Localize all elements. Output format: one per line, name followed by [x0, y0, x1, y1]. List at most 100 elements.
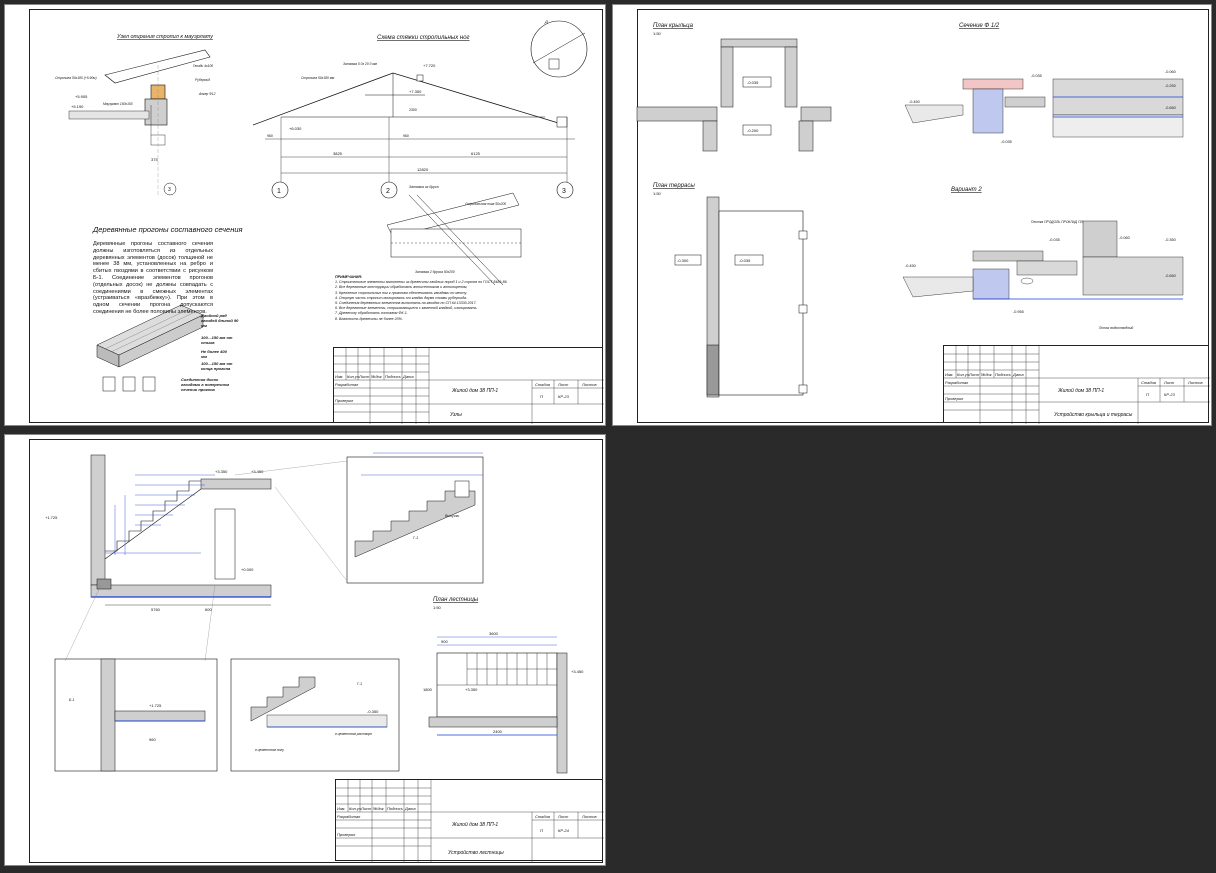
svg-text:+1.725: +1.725	[149, 703, 162, 708]
svg-text:+3.350: +3.350	[215, 469, 228, 474]
stamp-sheet: КР-23	[1164, 392, 1175, 397]
svg-text:-0.350: -0.350	[367, 709, 379, 714]
svg-text:Анкер Ф12: Анкер Ф12	[198, 92, 216, 96]
note-line: 7. Древесину обработать составом ФК-1.	[335, 311, 408, 316]
variant2-section: -0.450 -0.035 -0.350 -0.060 -0.650 -0.95…	[902, 220, 1184, 330]
note-line: 2. Все деревянные конструкции обработать…	[335, 285, 468, 290]
stamp-col: Подпись	[387, 806, 403, 811]
svg-text:-0.955: -0.955	[1013, 310, 1024, 314]
stamp-checked: Проверил	[945, 396, 964, 401]
svg-text:Затяжка из бруса: Затяжка из бруса	[409, 185, 439, 189]
roof-plan-title: План крыльца	[653, 23, 694, 29]
purlin-sketch	[96, 304, 204, 392]
stamp-developed: Разработал	[945, 380, 969, 385]
svg-text:-0.035: -0.035	[1001, 140, 1012, 144]
svg-text:Лоток водоотводный: Лоток водоотводный	[1098, 326, 1133, 330]
porch-plan: -0.035 -0.200	[636, 38, 832, 152]
svg-text:960: 960	[149, 737, 156, 742]
stamp-col: Дата	[403, 374, 414, 379]
svg-text:-0.035: -0.035	[747, 80, 759, 85]
stamp-stage: П	[540, 394, 543, 399]
note-line: 1. Строительные элементы выполнены из др…	[335, 280, 508, 285]
svg-text:Д: Д	[544, 19, 548, 24]
drawing-sheet-2: План крыльца 1:50 -0.035 -0.200 Сечение …	[612, 4, 1212, 426]
stamp-sheet-h: Лист	[558, 814, 569, 819]
svg-text:-0.060: -0.060	[1119, 236, 1130, 240]
svg-text:Г-1: Г-1	[357, 682, 362, 686]
notes-block: ПРИМЕЧАНИЯ: 1. Строительные элементы вып…	[335, 275, 585, 322]
svg-text:2: 2	[386, 188, 390, 195]
svg-text:-0.200: -0.200	[747, 128, 759, 133]
fig-label-a: Двойной ряд гвоздей длиной 90 мм	[201, 313, 239, 328]
svg-text:-0.060: -0.060	[1165, 70, 1176, 74]
svg-text:1: 1	[277, 188, 281, 195]
variant-title: Вариант 2	[951, 187, 982, 193]
svg-text:Выпуски: Выпуски	[445, 514, 459, 518]
porch-section: -0.450 -0.035 -0.060 -0.250 -0.650 -0.03…	[904, 70, 1184, 144]
svg-text:+3.350: +3.350	[465, 687, 478, 692]
svg-text:-0.250: -0.250	[1165, 84, 1176, 88]
svg-text:Стропильная нога 50х200: Стропильная нога 50х200	[465, 202, 506, 206]
timber-joint: Стропильная нога 50х200 Затяжка 2 бруска…	[386, 192, 522, 286]
svg-text:-0.035: -0.035	[1049, 238, 1060, 242]
svg-text:Плитка ПРОДОЛЬ ПРОКЛАД ПЛ: Плитка ПРОДОЛЬ ПРОКЛАД ПЛ	[1031, 220, 1083, 224]
stair-plan-scale: 1:50	[433, 605, 442, 610]
stamp-col: Кол.уч	[957, 372, 969, 377]
detail-circle: Д	[530, 19, 588, 78]
purlins-paragraph: Деревянные прогоны составного сечения до…	[93, 241, 213, 315]
fig-label-c: Не более 400 мм	[201, 349, 227, 359]
stamp-sheets-h: Листов	[582, 814, 597, 819]
fig-label-d: 100—150 мм от конца прогона	[201, 361, 233, 371]
stamp-stage: П	[1146, 392, 1149, 397]
svg-text:-0.450: -0.450	[905, 264, 916, 268]
svg-text:6125: 6125	[471, 151, 481, 156]
note-line: 6. Все деревянные элементы, соприкасающи…	[335, 306, 478, 311]
stamp-col: Дата	[405, 806, 416, 811]
terrace-plan-scale: 1:50	[653, 191, 662, 196]
stamp-code: Жилой дом 38 ПП-1	[452, 822, 499, 828]
stamp-name: Устройство крыльца и террасы	[1054, 412, 1133, 418]
stamp-developed: Разработал	[335, 382, 359, 387]
svg-text:+3.450: +3.450	[251, 469, 264, 474]
svg-text:-0.650: -0.650	[1165, 106, 1176, 110]
svg-text:+5.190: +5.190	[71, 104, 84, 109]
title-block: Изм. Кол.уч Лист №док Подпись Дата Разра…	[943, 345, 1210, 424]
title-block: Изм. Кол.уч Лист №док Подпись Дата Разра…	[335, 779, 604, 862]
svg-text:в цементном полу: в цементном полу	[255, 748, 284, 752]
svg-text:Б-1: Б-1	[69, 698, 75, 702]
svg-text:-0.035: -0.035	[739, 258, 751, 263]
stamp-col: Кол.уч	[347, 374, 359, 379]
landing-detail: Б-1 +1.725 960	[54, 658, 218, 772]
sheet2-drawing: План крыльца 1:50 -0.035 -0.200 Сечение …	[636, 23, 1184, 398]
stamp-col: Изм.	[335, 374, 344, 379]
svg-text:3825: 3825	[333, 151, 343, 156]
stamp-col: Дата	[1013, 372, 1024, 377]
svg-text:12820: 12820	[417, 167, 429, 172]
note-line: 3. Крепление стропильных ног к прогонам …	[335, 290, 468, 295]
leader-lines	[64, 460, 348, 662]
svg-text:в цементном растворе: в цементном растворе	[335, 732, 372, 736]
title-block: Изм. Кол.уч Лист №док Подпись Дата Разра…	[333, 347, 604, 424]
svg-text:+3.450: +3.450	[571, 669, 584, 674]
stamp-col: №док	[981, 372, 992, 377]
fig-label-e: Соединения досок гвоздями в поперечном с…	[181, 377, 230, 392]
scheme-title: Схема стяжки стропильных ног	[377, 35, 470, 41]
roof-plan-scale: 1:50	[653, 31, 662, 36]
purlins-title: Деревянные прогоны составного сечения	[93, 225, 243, 234]
svg-text:2300: 2300	[409, 108, 417, 112]
svg-text:900: 900	[441, 639, 448, 644]
terrace-plan-title: План террасы	[653, 183, 695, 189]
svg-text:Рубероид: Рубероид	[195, 78, 210, 82]
svg-text:-0.035: -0.035	[1031, 74, 1042, 78]
stamp-col: №док	[373, 806, 384, 811]
svg-text:Г-1: Г-1	[413, 536, 418, 540]
svg-text:+0.000: +0.000	[241, 567, 254, 572]
notes-title: ПРИМЕЧАНИЯ:	[335, 275, 363, 279]
svg-text:Стропила 50х180 (+5.90м): Стропила 50х180 (+5.90м)	[55, 76, 97, 80]
svg-text:-0.350: -0.350	[1165, 238, 1176, 242]
sheet-frame	[637, 9, 1209, 423]
eaves-title: Узел опирания стропил к мауэрлату	[116, 34, 214, 40]
svg-text:3600: 3600	[489, 631, 499, 636]
stamp-sheet: КР-24	[558, 828, 569, 833]
stair-plan-title: План лестницы	[433, 597, 479, 603]
